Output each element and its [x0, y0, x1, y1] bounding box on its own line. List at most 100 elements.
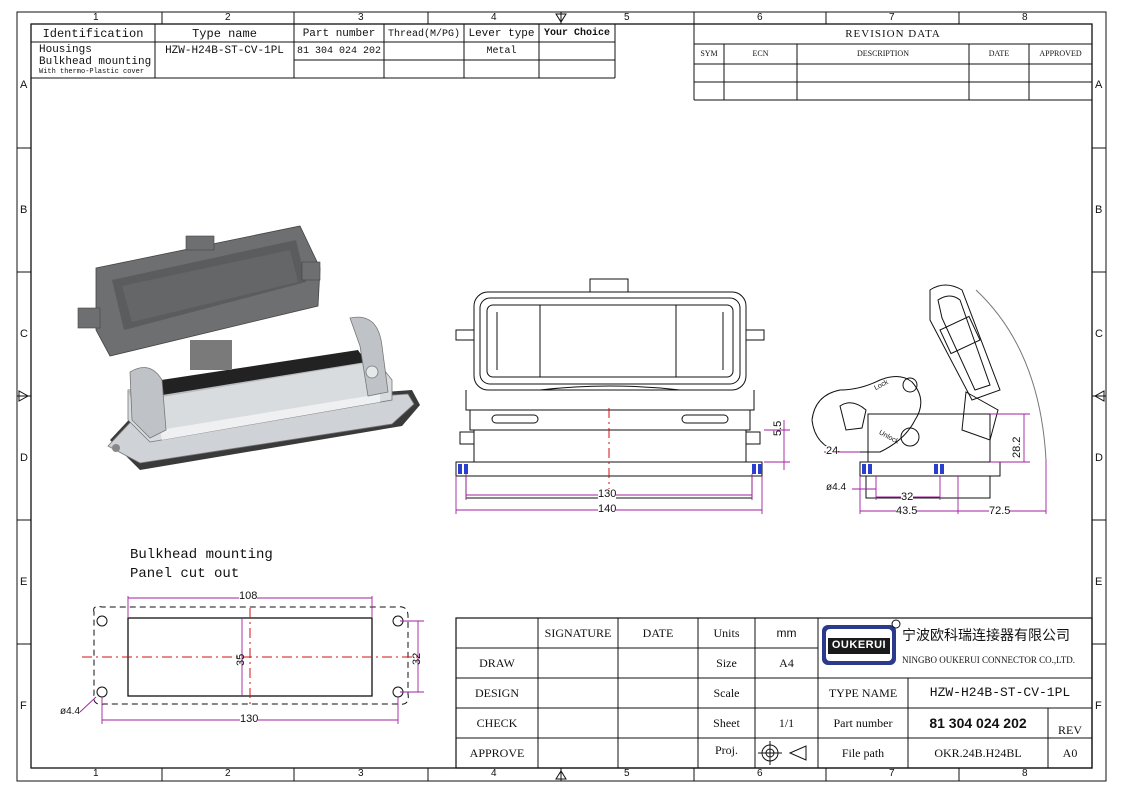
panel-cutout: [93, 606, 409, 705]
tb-rev-value: A0: [1062, 746, 1078, 760]
row-label-left-F: F: [20, 700, 27, 712]
side-view-seals: [862, 464, 944, 474]
col-label-bottom-4: 4: [491, 768, 497, 779]
ident-header-identification: Identification: [42, 27, 144, 41]
row-label-right-F: F: [1095, 700, 1102, 712]
front-view-dimensions: [455, 420, 790, 514]
projection-symbol-icon: [758, 741, 807, 765]
tb-part-number-label: Part number: [833, 716, 893, 730]
revision-header-description: DESCRIPTION: [856, 49, 909, 58]
tb-type-name-value: HZW-H24B-ST-CV-1PL: [929, 685, 1071, 700]
tb-scale-label: Scale: [713, 686, 740, 700]
tb-date-header: DATE: [642, 626, 674, 640]
side-dim-43-5: 43.5: [896, 505, 918, 517]
row-label-right-B: B: [1095, 204, 1103, 216]
row-label-right-E: E: [1095, 576, 1103, 588]
col-label-bottom-7: 7: [889, 768, 895, 779]
row-label-left-B: B: [20, 204, 28, 216]
front-view: [455, 278, 765, 499]
row-label-left-D: D: [20, 452, 28, 464]
front-dim-5-5: 5.5: [772, 420, 784, 436]
col-label-bottom-5: 5: [624, 768, 630, 779]
col-label-top-5: 5: [624, 12, 630, 23]
company-logo: [822, 619, 901, 665]
ident-header-part-number: Part number: [302, 28, 376, 40]
front-dim-130: 130: [598, 488, 617, 500]
col-label-top-6: 6: [757, 12, 763, 23]
tb-role-check: CHECK: [476, 716, 518, 730]
ident-bulkhead: Bulkhead mounting: [39, 56, 152, 68]
tb-units-label: Units: [713, 626, 740, 640]
tb-logo-text: OUKERUI: [831, 639, 887, 651]
side-dim-dia: ø4.4: [826, 482, 847, 493]
col-label-bottom-1: 1: [93, 768, 99, 779]
ident-header-your-choice: Your Choice: [543, 28, 610, 39]
revision-header-ecn: ECN: [752, 49, 769, 58]
ident-cover: With thermo-Plastic cover: [39, 68, 145, 76]
panel-dim-108: 108: [239, 590, 258, 602]
tb-rev-label: REV: [1058, 723, 1082, 737]
tb-size-value: A4: [779, 656, 794, 670]
tb-role-draw: DRAW: [479, 656, 515, 670]
tb-role-approve: APPROVE: [469, 746, 525, 760]
panel-cutout-centerlines: [82, 608, 418, 706]
side-dim-72-5: 72.5: [989, 505, 1011, 517]
panel-dim-130: 130: [240, 713, 259, 725]
col-label-top-1: 1: [93, 12, 99, 23]
col-label-top-2: 2: [225, 12, 231, 23]
revision-header-approved: APPROVED: [1039, 49, 1082, 58]
ident-part-number-value: 81 304 024 202: [296, 46, 381, 57]
side-dim-24: 24: [826, 445, 839, 457]
tb-part-number-value: 81 304 024 202: [929, 715, 1027, 731]
revision-header-sym: SYM: [700, 49, 718, 58]
tb-size-label: Size: [716, 656, 737, 670]
panel-title-line2: Panel cut out: [130, 566, 240, 582]
ident-header-lever-type: Lever type: [468, 28, 535, 40]
revision-title: REVISION DATA: [845, 28, 941, 40]
front-view-seals: [458, 464, 762, 474]
ident-header-thread: Thread(M/PG): [387, 29, 460, 40]
ident-header-type-name: Type name: [192, 27, 257, 41]
col-label-top-3: 3: [358, 12, 364, 23]
tb-company-en: NINGBO OUKERUI CONNECTOR CO.,LTD.: [902, 655, 1076, 665]
tb-role-design: DESIGN: [475, 686, 519, 700]
row-label-left-C: C: [20, 328, 28, 340]
tb-units-value: mm: [776, 626, 797, 640]
tb-proj-label: Proj.: [714, 743, 738, 757]
col-label-top-8: 8: [1022, 12, 1028, 23]
panel-dim-35: 35: [235, 653, 247, 666]
panel-title-line1: Bulkhead mounting: [130, 547, 273, 563]
tb-type-name-label: TYPE NAME: [828, 686, 898, 700]
ident-type-name-value: HZW-H24B-ST-CV-1PL: [165, 45, 284, 57]
col-label-bottom-8: 8: [1022, 768, 1028, 779]
ident-lever-type-value: Metal: [486, 46, 517, 57]
row-label-left-A: A: [20, 79, 28, 91]
revision-table-lines: [693, 24, 1092, 101]
tb-file-path-label: File path: [841, 746, 885, 760]
panel-dim-dia: ø4.4: [60, 706, 81, 717]
ident-table-lines: [31, 24, 616, 79]
tb-company-cn: 宁波欧科瑞连接器有限公司: [902, 629, 1070, 644]
col-label-bottom-6: 6: [757, 768, 763, 779]
title-block-lines: [455, 617, 1093, 769]
ident-housings: Housings: [39, 44, 92, 56]
side-view-dimensions: [824, 413, 1047, 514]
side-dim-32: 32: [901, 491, 914, 503]
revision-header-date: DATE: [988, 49, 1010, 58]
col-label-top-4: 4: [491, 12, 497, 23]
tb-sheet-value: 1/1: [778, 716, 795, 730]
front-dim-140: 140: [598, 503, 617, 515]
tb-signature-header: SIGNATURE: [544, 626, 612, 640]
side-dim-28-2: 28.2: [1011, 436, 1023, 458]
col-label-bottom-2: 2: [225, 768, 231, 779]
row-label-right-C: C: [1095, 328, 1103, 340]
side-view: [811, 284, 1047, 499]
row-label-left-E: E: [20, 576, 28, 588]
col-label-top-7: 7: [889, 12, 895, 23]
col-label-bottom-3: 3: [358, 768, 364, 779]
product-render: [77, 225, 420, 470]
row-label-right-D: D: [1095, 452, 1103, 464]
tb-sheet-label: Sheet: [713, 716, 740, 730]
row-label-right-A: A: [1095, 79, 1103, 91]
